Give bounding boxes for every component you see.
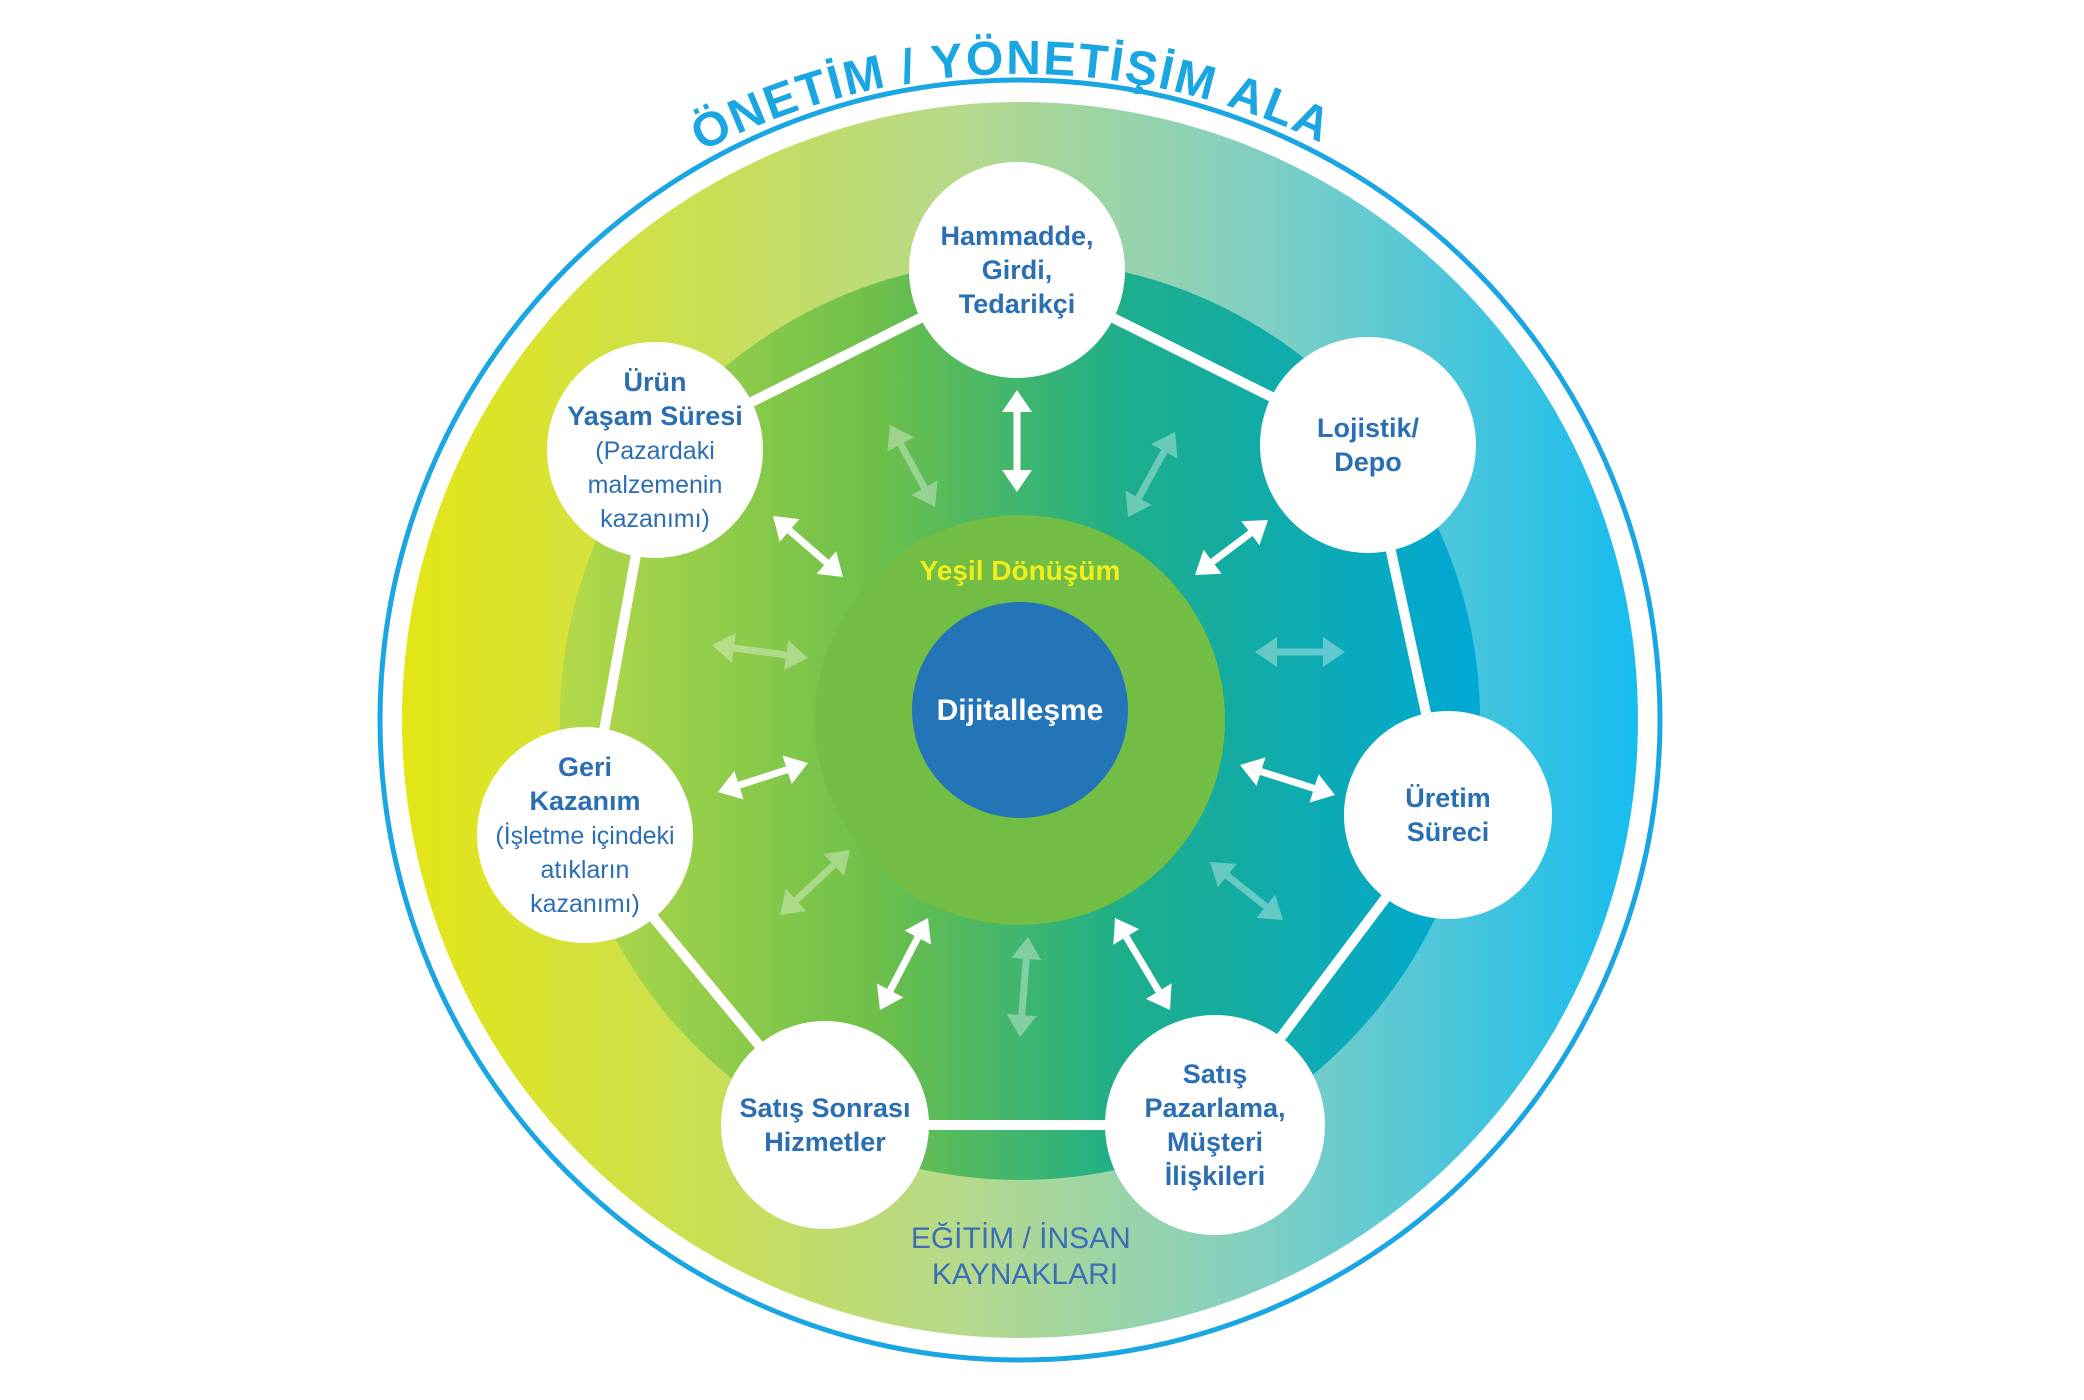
node-title-line: Süreci (1407, 817, 1490, 847)
node-title-line: Satış (1183, 1059, 1248, 1089)
double-arrow (773, 516, 843, 577)
double-arrow (1195, 520, 1268, 575)
node-title-line: Hammadde, (940, 221, 1093, 251)
node-title-line: Tedarikçi (959, 289, 1076, 319)
interaction-arrows (712, 390, 1345, 1037)
node-title-line: Müşteri (1167, 1127, 1263, 1157)
double-arrow (887, 425, 938, 507)
node-circle (477, 727, 693, 943)
node-title-line: Üretim (1405, 783, 1491, 813)
double-arrow (1125, 432, 1178, 517)
double-arrow (718, 755, 808, 800)
education-hr-line-1: EĞİTİM / İNSAN (911, 1222, 1131, 1255)
process-node-hammadde: Hammadde, Girdi, Tedarikçi (909, 162, 1125, 378)
node-title-line: Ürün (624, 367, 687, 397)
digitalization-label: Dijitalleşme (937, 694, 1104, 727)
double-arrow (1210, 862, 1283, 920)
node-title-line: Satış Sonrası (739, 1093, 910, 1123)
process-nodes: Hammadde, Girdi, TedarikçiLojistik/DepoÜre… (477, 162, 1552, 1235)
node-subtitle-line: malzemenin (588, 471, 723, 499)
education-hr-line-2: KAYNAKLARI (932, 1258, 1118, 1291)
node-circle (1260, 337, 1476, 553)
double-arrow (780, 850, 850, 915)
node-title-line: Lojistik/ (1317, 413, 1420, 443)
green-transformation-label: Yeşil Dönüşüm (920, 555, 1121, 586)
process-node-lojistik: Lojistik/Depo (1260, 337, 1476, 553)
node-subtitle-line: (İşletme içindeki (495, 821, 674, 850)
node-title-line: Yaşam Süresi (567, 401, 743, 431)
double-arrow (876, 918, 932, 1010)
node-title-line: Girdi, (982, 255, 1053, 285)
outer-boundary-ring (377, 77, 1663, 1363)
education-hr-label: EĞİTİM / İNSAN KAYNAKLARI (911, 1222, 1139, 1291)
node-subtitle-line: (Pazardaki (595, 437, 715, 465)
node-title-line: Hizmetler (764, 1127, 886, 1157)
node-circle (909, 162, 1125, 378)
double-arrow (1255, 637, 1345, 667)
double-arrow (1002, 390, 1032, 492)
double-arrow (1113, 918, 1172, 1010)
double-arrow (1240, 757, 1335, 803)
double-arrow (712, 633, 808, 670)
node-title-line: Pazarlama, (1144, 1093, 1285, 1123)
double-arrow (1006, 937, 1042, 1037)
node-subtitle-line: kazanımı) (600, 505, 710, 533)
node-title-line: Depo (1334, 447, 1402, 477)
node-circle (1344, 711, 1552, 919)
node-title-line: Kazanım (529, 786, 640, 816)
digitalization-core (912, 602, 1128, 818)
node-circle (547, 342, 763, 558)
node-title-line: Geri (558, 752, 612, 782)
node-circle (1105, 1015, 1325, 1235)
node-subtitle-line: atıkların (541, 856, 630, 884)
title-gap (694, 0, 1346, 105)
node-subtitle-line: kazanımı) (530, 890, 640, 918)
node-circle (721, 1021, 929, 1229)
node-title-line: İlişkileri (1165, 1161, 1266, 1191)
